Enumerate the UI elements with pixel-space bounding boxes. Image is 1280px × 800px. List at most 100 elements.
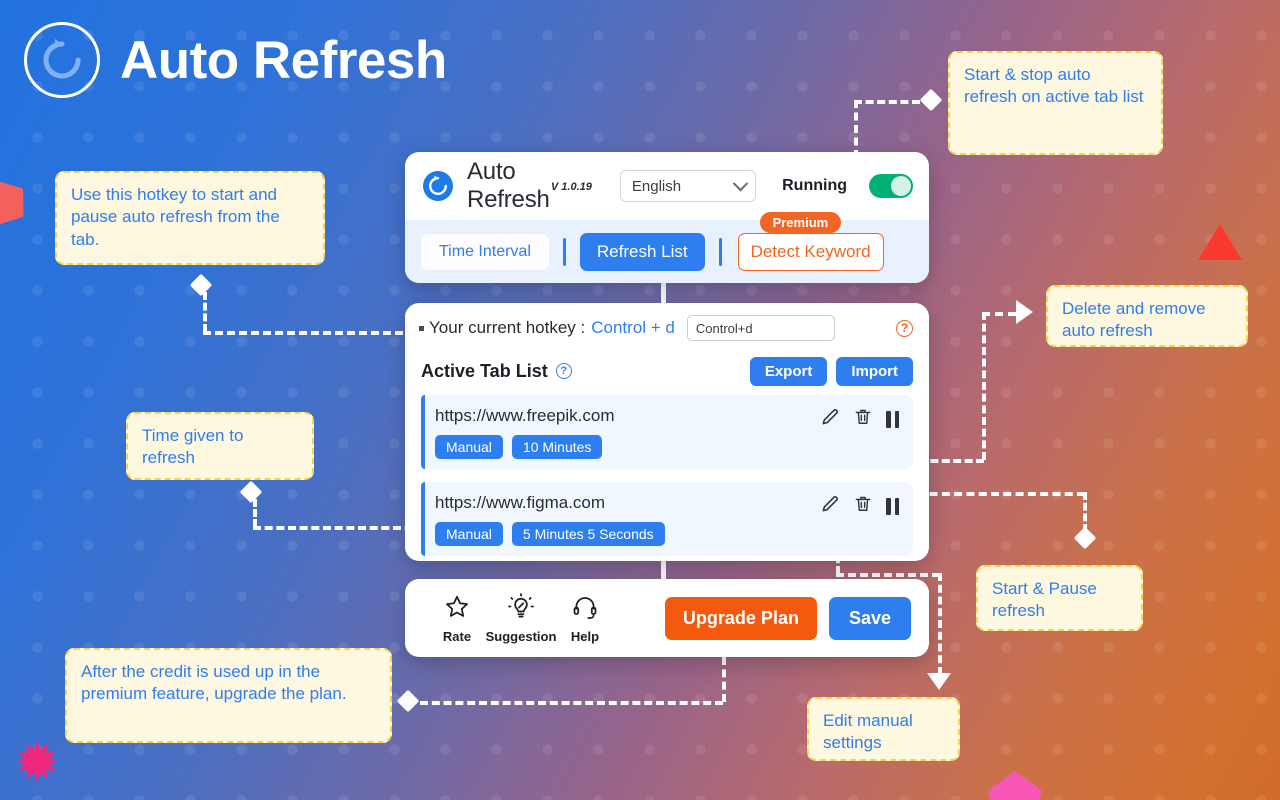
lightbulb-icon (507, 592, 535, 626)
connector-time-vertical (253, 499, 257, 527)
rate-action[interactable]: Rate (425, 593, 489, 644)
question-circle-icon[interactable]: ? (555, 363, 572, 379)
pencil-icon[interactable] (820, 494, 840, 519)
row-badge-interval[interactable]: 5 Minutes 5 Seconds (511, 522, 665, 546)
popup-footer-card: Rate Suggestion (405, 579, 929, 657)
footer-bar: Rate Suggestion (405, 579, 929, 657)
active-tab-list-title: Active Tab List (421, 360, 548, 381)
table-row[interactable]: https://www.freepik.com Manual 10 Minute… (421, 395, 913, 469)
decoration-pentagon-red (0, 174, 31, 228)
connector-stub-body-footer (661, 561, 666, 579)
row-badge-interval[interactable]: 10 Minutes (511, 435, 603, 459)
connector-time-horizontal (253, 526, 436, 530)
popup-tab-strip: Time Interval Refresh List Premium Detec… (405, 211, 929, 283)
connector-startstop-vertical (854, 100, 858, 158)
connector-pause-vertical (1083, 492, 1087, 532)
popup-brand-name: Auto Refresh (467, 158, 550, 213)
connector-diamond-hotkey (189, 273, 213, 297)
suggestion-action[interactable]: Suggestion (486, 592, 556, 644)
refresh-circle-icon (24, 22, 100, 98)
hotkey-label: Your current hotkey : (429, 318, 586, 337)
popup-header-card: Auto Refresh V 1.0.19 English Running Ti… (405, 152, 929, 283)
rate-label: Rate (442, 628, 472, 644)
row-url: https://www.figma.com (435, 493, 606, 512)
connector-diamond-startstop (919, 88, 943, 112)
decoration-pentagon-pink (988, 771, 1042, 800)
trash-icon[interactable] (853, 494, 873, 519)
import-button[interactable]: Import (836, 356, 913, 386)
table-row[interactable]: https://www.figma.com Manual 5 Minutes 5… (421, 482, 913, 556)
row-badge-mode[interactable]: Manual (435, 435, 503, 459)
list-actions: Export Import (749, 356, 913, 386)
connector-diamond-upgrade (396, 689, 420, 713)
connector-arrow-delete (1016, 300, 1033, 324)
hotkey-input-value: Control+d (695, 320, 753, 336)
connector-stub-header-body (661, 283, 666, 303)
connector-hotkey-horizontal (203, 331, 415, 335)
page-header: Auto Refresh (24, 22, 447, 98)
popup-body-card: Your current hotkey : Control + d Contro… (405, 303, 929, 561)
connector-pause-horizontal (905, 492, 1085, 496)
star-icon (443, 593, 471, 626)
hotkey-value: Control + d (591, 318, 675, 337)
row-badges: Manual 10 Minutes (435, 435, 899, 459)
callout-upgrade: After the credit is used up in the premi… (65, 648, 392, 743)
callout-time-given: Time given to refresh (126, 412, 314, 480)
row-icon-group (820, 407, 899, 432)
toggle-knob (891, 176, 911, 196)
language-select[interactable]: English (619, 170, 757, 202)
decoration-starburst-pink (16, 740, 58, 782)
refresh-circle-icon (423, 171, 453, 201)
save-button[interactable]: Save (828, 596, 911, 640)
connector-diamond-pause (1073, 526, 1097, 550)
tab-detect-keyword-wrap: Premium Detect Keyword (737, 211, 884, 271)
running-status-label: Running (782, 177, 847, 194)
callout-delete: Delete and remove auto refresh (1046, 285, 1248, 347)
chevron-down-icon (732, 175, 749, 191)
callout-edit-manual: Edit manual settings (807, 697, 960, 761)
connector-edit-vertical-b (938, 573, 942, 675)
tab-separator (562, 237, 566, 266)
help-action[interactable]: Help (553, 593, 617, 644)
page-title: Auto Refresh (120, 30, 447, 90)
language-select-value: English (631, 177, 682, 195)
connector-delete-arrowline (982, 312, 1016, 316)
connector-edit-horizontal (836, 573, 940, 577)
active-tab-list-header: Active Tab List ? Export Import (405, 353, 929, 389)
pause-icon[interactable] (886, 411, 899, 428)
trash-icon[interactable] (853, 407, 873, 432)
headset-icon (571, 593, 599, 626)
tab-detect-keyword[interactable]: Detect Keyword (737, 232, 884, 271)
premium-badge: Premium (759, 211, 842, 233)
callout-start-pause: Start & Pause refresh (976, 565, 1143, 631)
row-url: https://www.freepik.com (435, 406, 615, 425)
help-label: Help (570, 628, 600, 644)
popup-brand: Auto Refresh V 1.0.19 (467, 158, 592, 214)
upgrade-plan-button[interactable]: Upgrade Plan (664, 596, 817, 640)
hotkey-row: Your current hotkey : Control + d Contro… (405, 303, 929, 353)
row-icon-group (820, 494, 899, 519)
connector-upgrade-horizontal (420, 701, 723, 705)
tab-time-interval[interactable]: Time Interval (421, 233, 549, 270)
connector-delete-vertical-b (982, 312, 986, 460)
connector-startstop-horizontal (854, 100, 920, 104)
callout-start-stop: Start & stop auto refresh on active tab … (948, 51, 1163, 155)
popup-version: V 1.0.19 (550, 181, 592, 193)
footer-buttons: Upgrade Plan Save (664, 596, 911, 640)
decoration-triangle-red (1198, 224, 1242, 260)
active-tab-list: https://www.freepik.com Manual 10 Minute… (405, 389, 929, 556)
bullet-icon (419, 325, 424, 331)
row-badges: Manual 5 Minutes 5 Seconds (435, 522, 899, 546)
pencil-icon[interactable] (820, 407, 840, 432)
connector-diamond-time (239, 480, 263, 504)
tab-separator (718, 237, 722, 266)
export-button[interactable]: Export (749, 356, 828, 386)
hotkey-input[interactable]: Control+d (686, 315, 835, 341)
question-circle-icon[interactable]: ? (896, 319, 913, 337)
row-badge-mode[interactable]: Manual (435, 522, 503, 546)
running-toggle[interactable] (869, 174, 913, 198)
pause-icon[interactable] (886, 498, 899, 515)
suggestion-label: Suggestion (485, 628, 557, 644)
tab-refresh-list[interactable]: Refresh List (579, 232, 705, 271)
